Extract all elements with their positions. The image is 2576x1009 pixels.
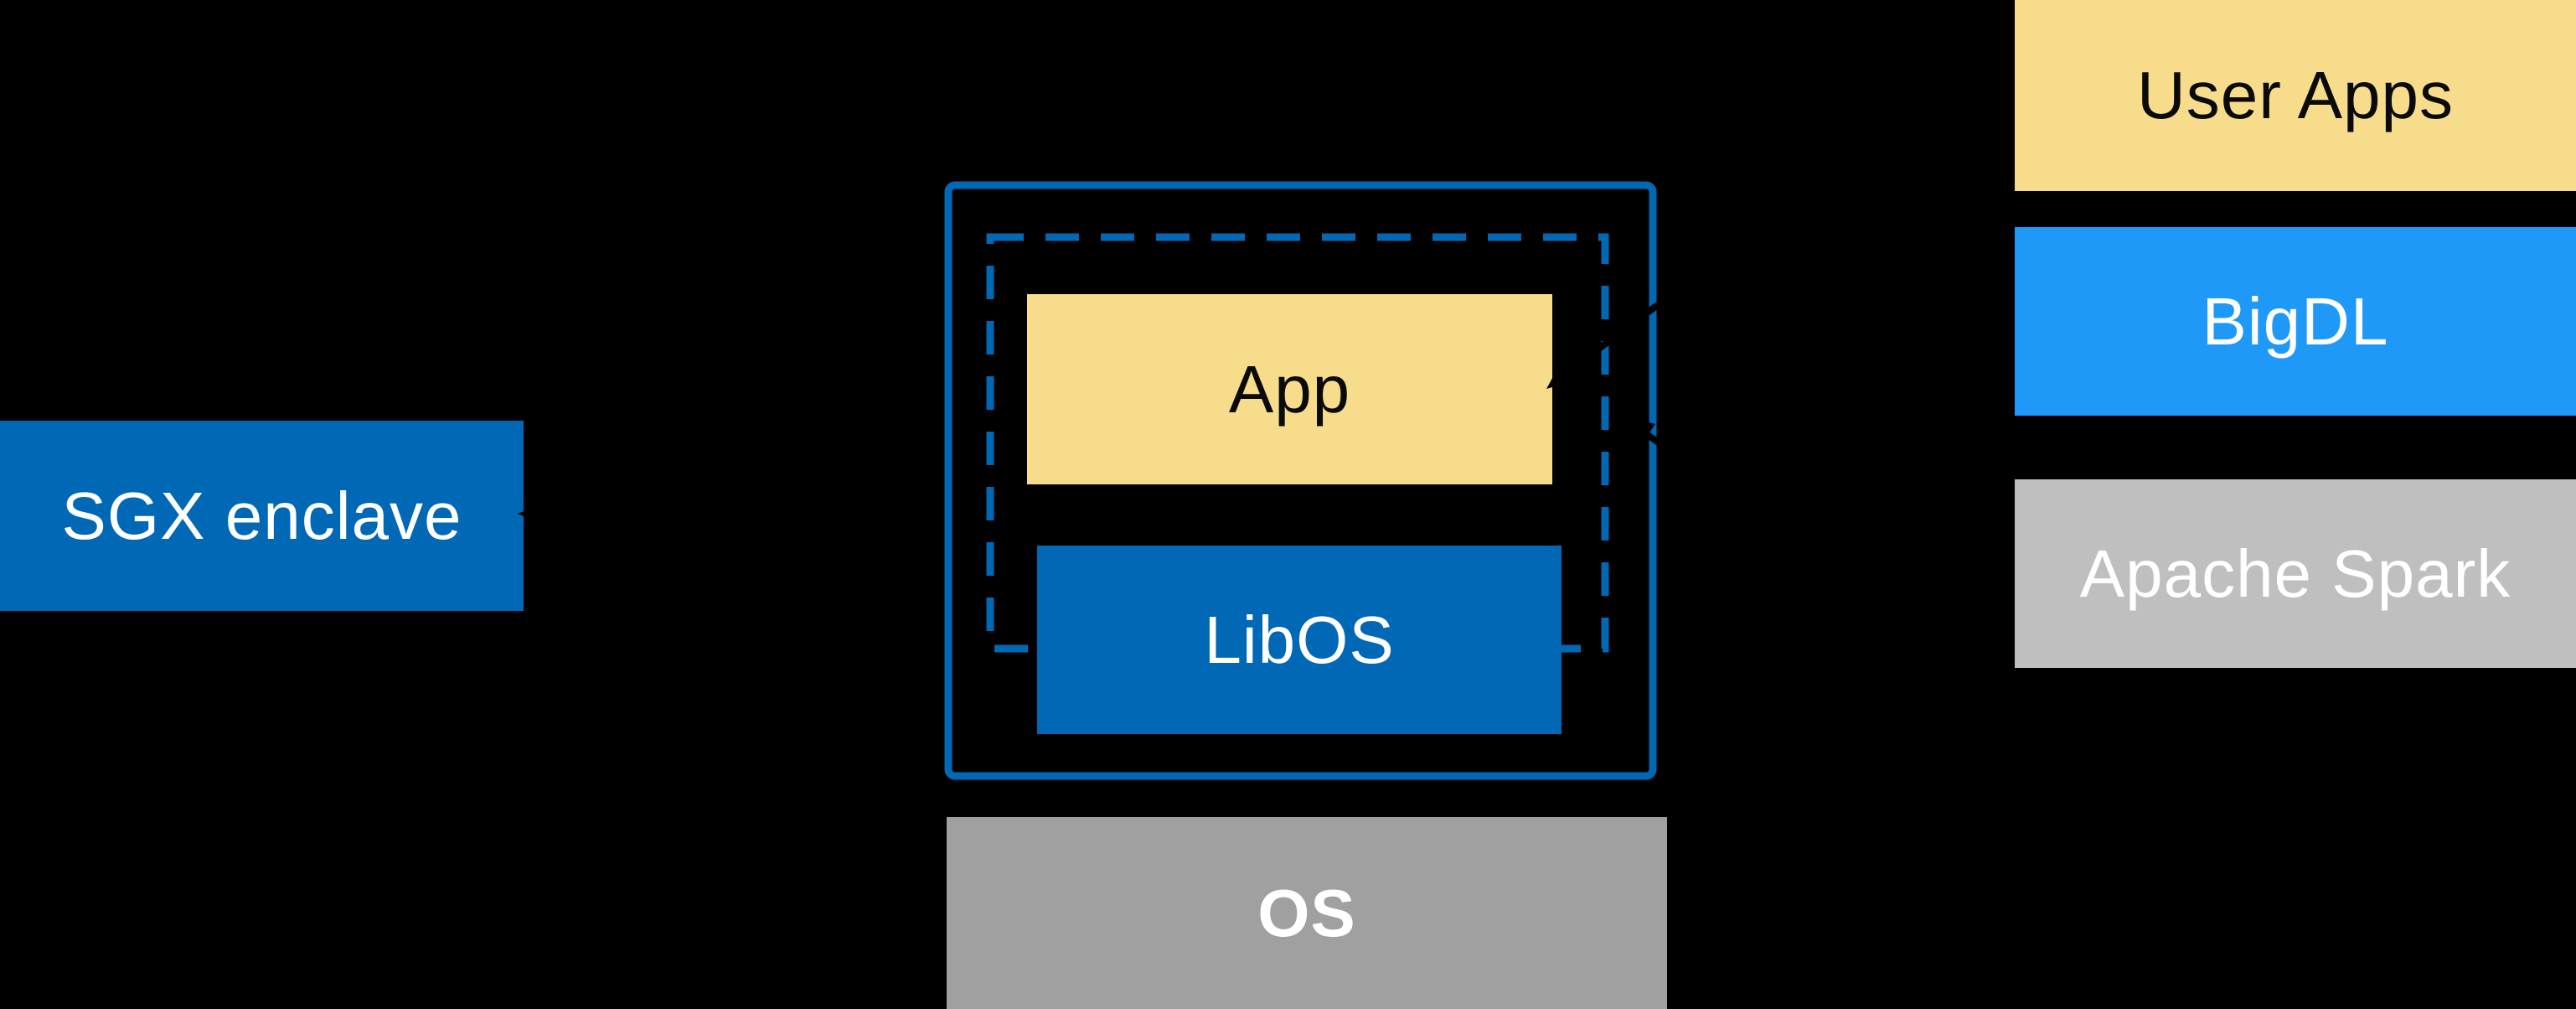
arrow-to-app-icon [1546,195,1804,389]
user-apps-label: User Apps [2136,58,2455,132]
sgx-enclave-box: SGX enclave [0,421,524,611]
os-label: OS [1257,875,1356,950]
sgx-enclave-label: SGX enclave [61,478,462,553]
arrow-to-sgx-enclave-icon [518,499,942,528]
libos-box: LibOS [1037,546,1562,734]
apache-spark-box: Apache Spark [2015,479,2576,668]
app-label: App [1228,351,1351,427]
apache-spark-label: Apache Spark [2079,536,2511,611]
arrow-to-enclave-boundary-icon [1620,416,1804,548]
user-apps-box: User Apps [2015,0,2576,191]
libos-label: LibOS [1204,602,1395,677]
os-box: OS [947,817,1667,1009]
bigdl-box: BigDL [2015,227,2576,416]
bigdl-label: BigDL [2202,283,2389,359]
app-box: App [1027,294,1552,484]
